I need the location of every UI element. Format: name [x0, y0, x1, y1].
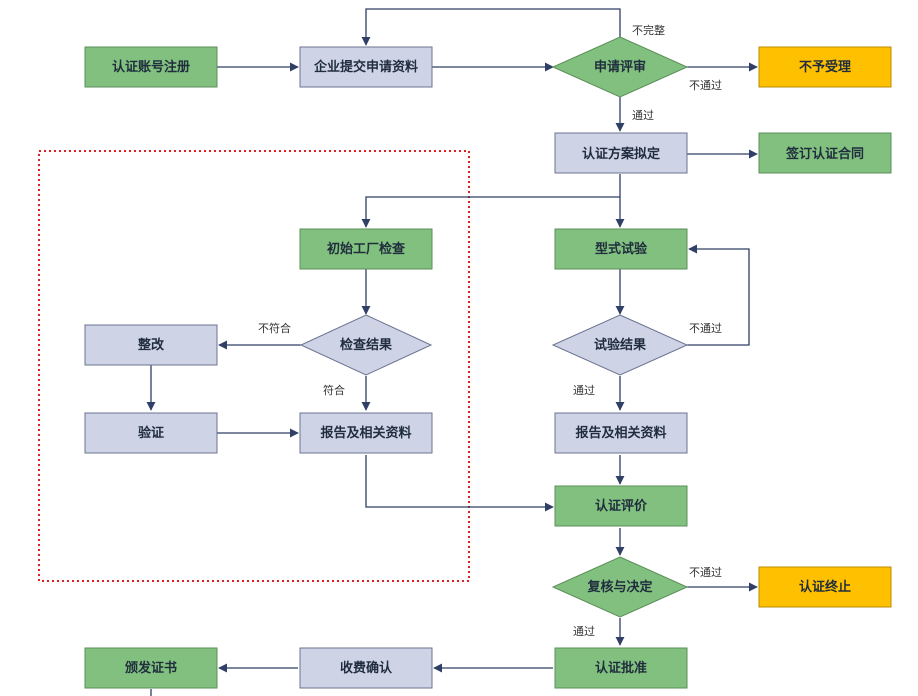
label-test-fail: 不通过 — [689, 322, 722, 335]
label-decide-pass: 通过 — [573, 625, 595, 638]
node-fee: 收费确认 — [299, 647, 433, 689]
label-review-pass: 通过 — [632, 109, 654, 122]
svg-text:型式试验: 型式试验 — [595, 241, 648, 257]
svg-text:不予受理: 不予受理 — [799, 59, 851, 75]
node-rectify: 整改 — [84, 324, 218, 366]
node-issue: 颁发证书 — [84, 647, 218, 689]
node-evaluate: 认证评价 — [554, 485, 688, 527]
label-review-fail: 不通过 — [689, 79, 722, 92]
node-terminate: 认证终止 — [758, 566, 892, 608]
node-type-test: 型式试验 — [554, 228, 688, 270]
decision-review: 申请评审 — [551, 36, 689, 98]
svg-text:企业提交申请资料: 企业提交申请资料 — [313, 59, 418, 75]
node-plan: 认证方案拟定 — [554, 132, 688, 174]
label-conform: 符合 — [323, 383, 345, 397]
node-contract: 签订认证合同 — [758, 132, 892, 174]
svg-text:报告及相关资料: 报告及相关资料 — [575, 425, 666, 441]
svg-text:收费确认: 收费确认 — [340, 660, 393, 676]
label-decide-fail: 不通过 — [689, 566, 722, 579]
svg-text:认证账号注册: 认证账号注册 — [112, 59, 190, 75]
connectors — [146, 8, 758, 696]
node-report-left: 报告及相关资料 — [299, 412, 433, 454]
edge-review-incomplete — [361, 8, 621, 46]
node-reject: 不予受理 — [758, 46, 892, 88]
svg-text:整改: 整改 — [137, 337, 165, 353]
node-inspect: 初始工厂检查 — [299, 228, 433, 270]
svg-text:申请评审: 申请评审 — [594, 59, 646, 75]
svg-text:报告及相关资料: 报告及相关资料 — [320, 425, 411, 441]
label-nonconform: 不符合 — [258, 321, 291, 335]
svg-text:颁发证书: 颁发证书 — [125, 660, 177, 676]
decision-test-result: 试验结果 — [551, 314, 689, 376]
node-report-right: 报告及相关资料 — [554, 412, 688, 454]
node-register: 认证账号注册 — [84, 46, 218, 88]
svg-text:认证方案拟定: 认证方案拟定 — [582, 146, 660, 162]
decision-decide: 复核与决定 — [551, 556, 689, 618]
factory-inspection-region — [38, 150, 470, 582]
svg-text:认证评价: 认证评价 — [595, 498, 648, 514]
node-verify: 验证 — [84, 412, 218, 454]
svg-text:检查结果: 检查结果 — [340, 337, 392, 353]
svg-text:初始工厂检查: 初始工厂检查 — [327, 241, 406, 257]
svg-text:复核与决定: 复核与决定 — [586, 579, 652, 595]
svg-text:签订认证合同: 签订认证合同 — [785, 146, 864, 162]
label-test-pass: 通过 — [573, 384, 595, 397]
decision-inspect-result: 检查结果 — [299, 314, 433, 376]
edge-report-evaluate — [365, 455, 554, 512]
svg-text:认证终止: 认证终止 — [799, 579, 851, 595]
node-submit: 企业提交申请资料 — [299, 46, 433, 88]
node-approve: 认证批准 — [554, 647, 688, 689]
svg-text:试验结果: 试验结果 — [594, 337, 646, 353]
svg-text:认证批准: 认证批准 — [595, 660, 647, 676]
label-incomplete: 不完整 — [632, 23, 665, 37]
svg-text:验证: 验证 — [138, 425, 164, 441]
edge-plan-inspect — [361, 196, 620, 228]
edge-testresult-fail — [687, 244, 750, 346]
